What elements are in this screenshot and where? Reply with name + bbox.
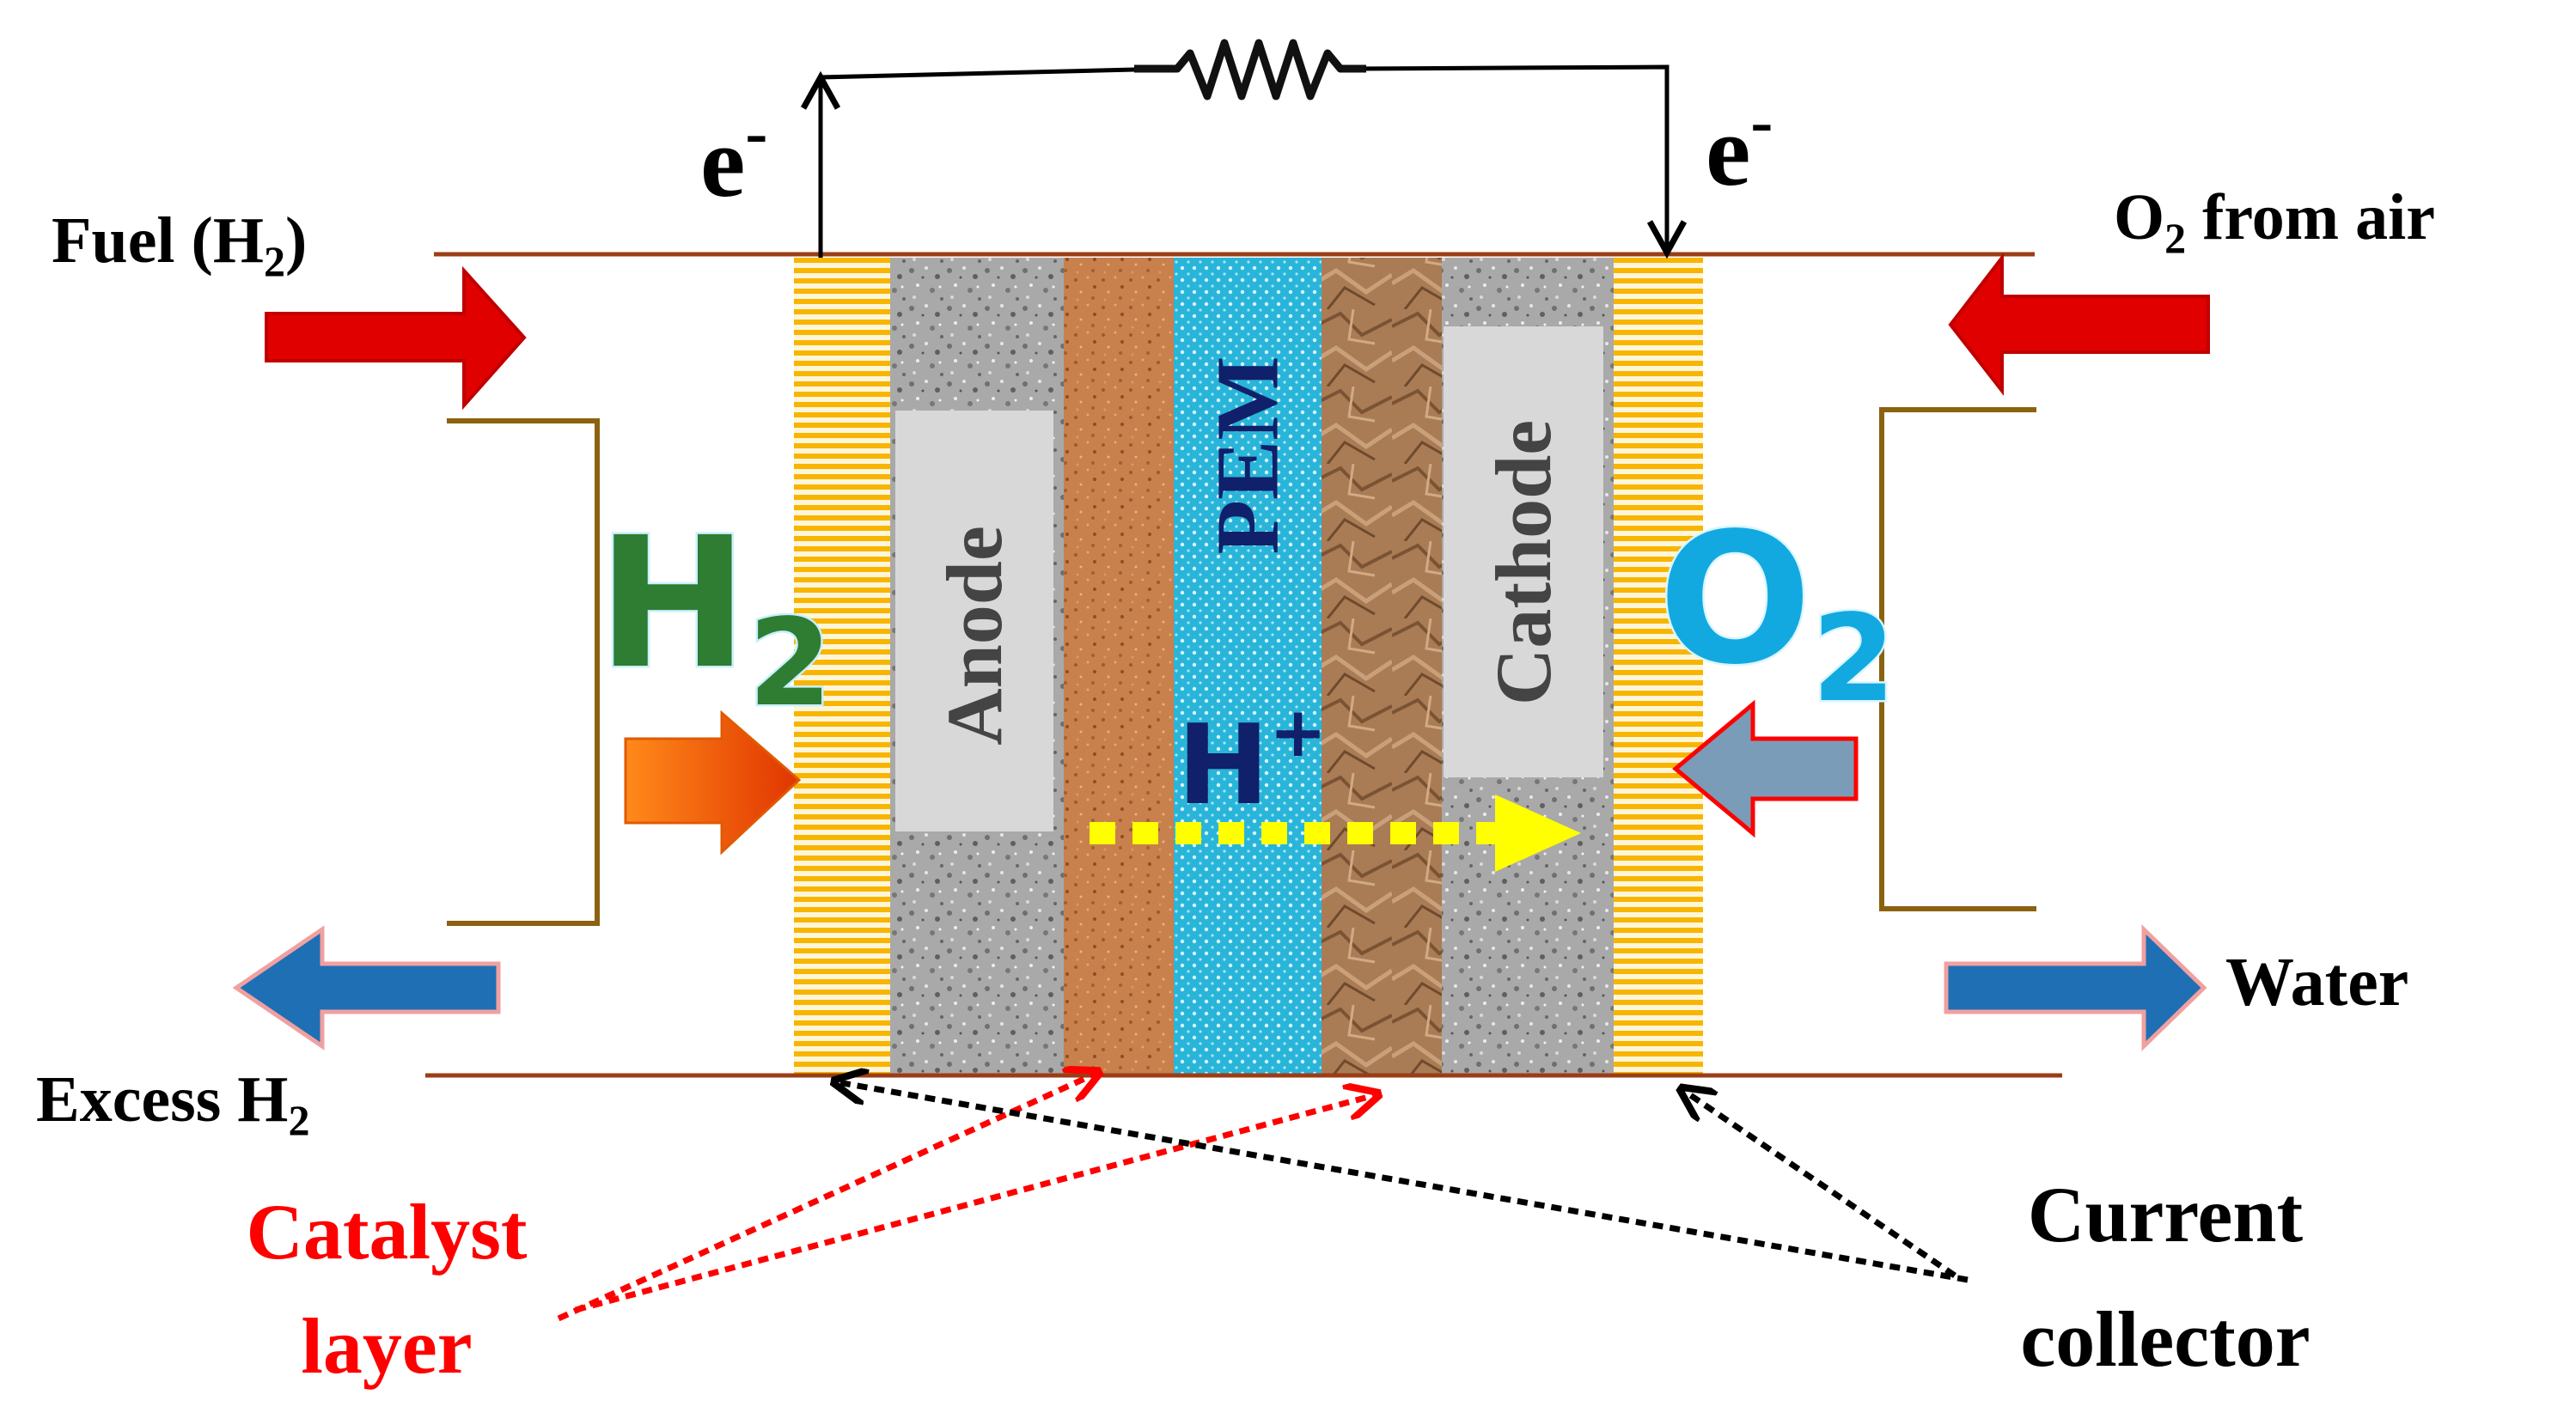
current-collector-left [794, 258, 890, 1074]
o2-in-arrow [1948, 253, 2210, 396]
excess-h2-out-arrow [232, 925, 501, 1050]
catalyst-label-line2: layer [301, 1302, 472, 1390]
o2-species-label: O2 [1658, 494, 1895, 729]
proton-label: H+ [1177, 692, 1327, 830]
collector-label-line2: collector [2020, 1295, 2310, 1383]
cathode-label: Cathode [1480, 420, 1567, 705]
electron-label-left: e- [700, 94, 767, 218]
collector-label-line1: Current [2028, 1171, 2304, 1258]
electron-arrow-down [1646, 220, 1688, 259]
o2-from-air-label: O2 from air [2114, 181, 2435, 262]
water-label: Water [2225, 945, 2408, 1020]
anode-label: Anode [931, 526, 1018, 746]
catalyst-label-line1: Catalyst [246, 1188, 527, 1276]
h2-to-anode-arrow [624, 709, 802, 856]
resistor [1134, 39, 1366, 100]
catalyst-layer-right [1322, 258, 1442, 1074]
left-bracket [447, 418, 600, 926]
right-bracket [1879, 407, 2036, 911]
current-collector-right [1614, 258, 1703, 1074]
proton-path-arrowhead [1495, 795, 1581, 872]
h2-species-label: H2 [597, 498, 832, 734]
collector-pointers [838, 1082, 1969, 1283]
fuel-h2-label: Fuel (H2) [52, 204, 307, 285]
catalyst-pointers [557, 1074, 1375, 1322]
pem-label: PEM [1199, 356, 1297, 554]
o2-to-cathode-arrow [1672, 699, 1859, 838]
anode-label-box [895, 411, 1053, 831]
electron-arrow-up [800, 70, 841, 110]
catalyst-layer-left [1064, 258, 1174, 1074]
water-out-arrow [1944, 924, 2207, 1051]
cathode-label-box [1444, 326, 1603, 777]
excess-h2-label: Excess H2 [36, 1063, 309, 1144]
pem-layer [1174, 258, 1322, 1074]
fuel-in-arrow [265, 265, 527, 411]
electron-label-right: e- [1706, 83, 1773, 207]
